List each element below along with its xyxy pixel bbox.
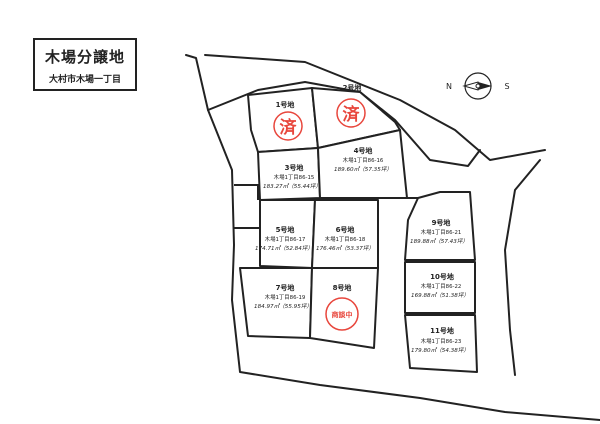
lot-8-label: 8号地	[333, 283, 352, 292]
sold-mark-lot-1: 済	[280, 117, 298, 138]
lot-10-address: 木場1丁目86-22	[421, 282, 462, 290]
compass-south-label: S	[504, 82, 509, 91]
lot-5-area: 174.71㎡（52.84坪）	[255, 245, 313, 252]
road-line-east	[504, 159, 541, 376]
lot-4-label: 4号地	[354, 146, 373, 155]
title-box: 木場分譲地 大村市木場一丁目	[33, 38, 137, 91]
road-line-west	[185, 54, 600, 421]
sold-stamp-lot-2	[336, 98, 366, 128]
lot-1-label: 1号地	[276, 100, 295, 109]
negotiation-mark-lot-8: 商談中	[332, 310, 353, 319]
lot-7[interactable]	[239, 267, 313, 339]
sold-mark-lot-2: 済	[343, 104, 361, 125]
lot-7-label: 7号地	[276, 283, 295, 292]
sold-stamp-lot-1	[273, 111, 303, 141]
lot-11-label: 11号地	[430, 326, 454, 335]
lot-11[interactable]	[404, 314, 478, 373]
lot-8[interactable]	[309, 267, 379, 349]
lot-7-address: 木場1丁目86-19	[265, 293, 306, 301]
lot-9-area: 189.88㎡（57.43坪）	[410, 238, 468, 245]
lot-11-area: 179.80㎡（54.38坪）	[411, 347, 469, 354]
lot-5[interactable]	[259, 199, 316, 269]
compass-icon: N S	[446, 72, 510, 100]
lot-3-label: 3号地	[285, 163, 304, 172]
lot-3-area: 183.27㎡（55.44坪）	[263, 183, 321, 190]
lot-2[interactable]	[311, 87, 401, 149]
compass-north-label: N	[446, 82, 452, 91]
lot-3-address: 木場1丁目86-15	[274, 173, 315, 181]
negotiation-stamp-lot-8	[325, 297, 359, 331]
lot-5-address: 木場1丁目86-17	[265, 235, 306, 243]
lot-2-label: 2号地	[343, 83, 362, 92]
lot-11-address: 木場1丁目86-23	[421, 337, 462, 345]
lot-6[interactable]	[311, 199, 379, 269]
lot-4-area: 189.60㎡（57.35坪）	[334, 166, 392, 173]
road-line-north	[204, 54, 546, 161]
lot-10-label: 10号地	[430, 272, 454, 281]
lot-9-label: 9号地	[432, 218, 451, 227]
lot-9-address: 木場1丁目86-21	[421, 228, 462, 236]
lot-6-area: 176.46㎡（53.37坪）	[316, 245, 374, 252]
lot-10[interactable]	[404, 261, 476, 314]
map-title: 木場分譲地	[44, 48, 125, 66]
map-subtitle: 大村市木場一丁目	[48, 75, 121, 85]
lot-9[interactable]	[404, 191, 476, 261]
lot-7-area: 184.97㎡（55.95坪）	[254, 303, 312, 310]
lot-6-label: 6号地	[336, 225, 355, 234]
lot-3[interactable]	[257, 147, 321, 201]
lot-5-label: 5号地	[276, 225, 295, 234]
lot-4-address: 木場1丁目86-16	[343, 156, 384, 164]
parcel-edge-west-a	[234, 184, 259, 200]
lot-10-area: 169.88㎡（51.38坪）	[411, 292, 469, 299]
lot-6-address: 木場1丁目86-18	[325, 235, 366, 243]
